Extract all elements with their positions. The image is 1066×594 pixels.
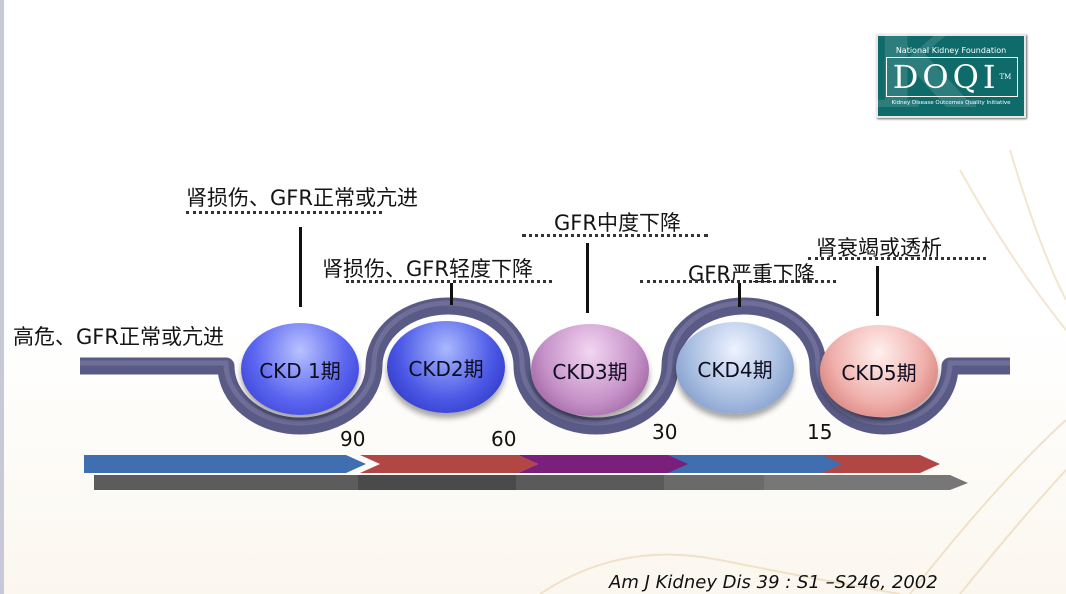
stage-label-2: CKD2期 <box>408 356 484 381</box>
stage2-description: 肾损伤、GFR轻度下降 <box>322 257 533 281</box>
arrow-segment-4 <box>668 455 846 473</box>
threshold-90: 90 <box>340 427 366 451</box>
threshold-60: 60 <box>491 427 517 451</box>
high-risk-label: 高危、GFR正常或亢进 <box>13 325 224 349</box>
threshold-15: 15 <box>807 420 833 444</box>
logo-brand-text: DOQI <box>892 58 1000 96</box>
stage-label-3: CKD3期 <box>552 359 628 384</box>
stage1-underline <box>186 211 382 214</box>
logo-brand: DOQITM <box>886 57 1018 97</box>
stage4-connector <box>738 283 741 307</box>
arrow-shadow-5 <box>764 475 968 490</box>
threshold-30: 30 <box>652 420 678 444</box>
slide-edge <box>0 0 4 594</box>
stage-bubble-4: CKD4期 <box>676 322 794 414</box>
arrow-segment-1 <box>84 455 366 473</box>
stage-bubble-1: CKD 1期 <box>241 323 359 415</box>
stage2-underline <box>346 280 552 283</box>
stage-label-4: CKD4期 <box>697 357 773 382</box>
arrow-shadow-1 <box>94 475 386 490</box>
stage4-underline <box>640 280 836 283</box>
stage3-connector <box>586 243 589 313</box>
arrow-shadow-2 <box>358 475 546 490</box>
logo-k-mark: K <box>868 0 973 136</box>
stage3-description: GFR中度下降 <box>554 211 681 235</box>
stage-bubble-2: CKD2期 <box>387 321 505 413</box>
stage-bubble-3: CKD3期 <box>531 324 649 416</box>
logo-org-name: National Kidney Foundation <box>895 46 1007 55</box>
stage1-description: 肾损伤、GFR正常或亢进 <box>186 186 418 210</box>
logo-trademark: TM <box>999 73 1012 81</box>
stage1-connector <box>299 227 302 307</box>
stage5-underline <box>808 257 986 260</box>
doqi-logo: K National Kidney Foundation DOQITM Kidn… <box>868 6 1026 126</box>
stage-bubble-5: CKD5期 <box>820 325 938 417</box>
stage5-description: 肾衰竭或透析 <box>816 236 942 260</box>
arrow-segment-2 <box>360 455 538 473</box>
stage2-connector <box>450 283 453 305</box>
logo-tagline: Kidney Disease Outcomes Quality Initiati… <box>891 100 1011 106</box>
stage3-underline <box>522 234 708 237</box>
stage-label-1: CKD 1期 <box>259 358 341 383</box>
arrow-shadow-3 <box>516 475 694 490</box>
arrow-segment-3 <box>518 455 692 473</box>
stage-label-5: CKD5期 <box>841 360 917 385</box>
arrow-segment-5 <box>822 455 940 473</box>
citation: Am J Kidney Dis 39 : S1 –S246, 2002 <box>609 572 938 593</box>
stage5-connector <box>876 266 879 316</box>
